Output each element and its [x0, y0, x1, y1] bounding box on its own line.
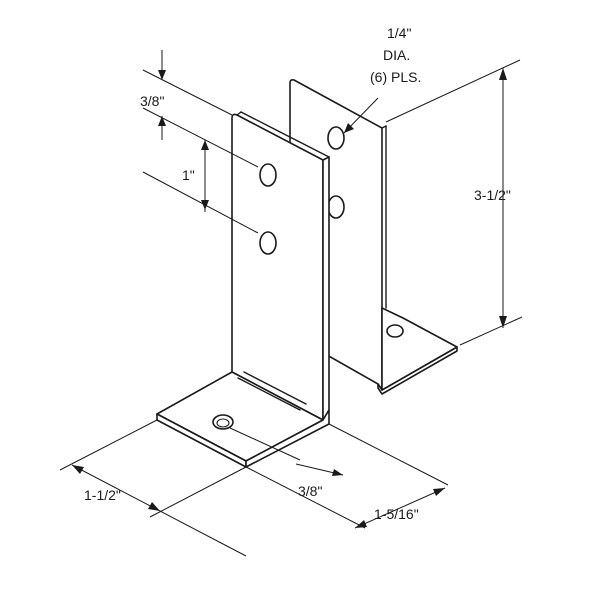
arrow-hole-spacing-bottom	[201, 200, 209, 210]
arrow-top-offset-upper	[158, 70, 166, 80]
front-hole-top	[259, 163, 277, 187]
label-bottom-offset: 3/8"	[298, 483, 322, 499]
back-hole-foot	[386, 324, 404, 338]
arrow-leg-length-left	[72, 465, 84, 474]
ext-line-foot-hole	[229, 427, 301, 461]
front-bracket-plate-thickness	[322, 156, 330, 421]
label-hole-size: 1/4"	[387, 25, 411, 41]
back-hole-middle	[327, 195, 345, 219]
ext-line-second-hole	[142, 171, 259, 234]
ext-line-top-edge	[142, 69, 233, 116]
arrow-leg-width-right	[433, 488, 445, 496]
dim-leg-width	[354, 487, 446, 529]
back-bracket-foot-top	[381, 307, 458, 391]
ext-line-height-top	[385, 59, 521, 123]
front-bracket	[156, 111, 330, 468]
arrow-leg-width-left	[355, 520, 367, 528]
front-bend-line-2	[243, 371, 307, 405]
arrow-hole-dia	[344, 123, 354, 133]
label-leg-width: 1-5/16"	[374, 506, 419, 522]
ext-line-leg-front	[59, 419, 158, 471]
arrow-height-top	[499, 68, 507, 80]
front-bracket-foot-side	[245, 409, 330, 468]
dimension-lines	[59, 50, 523, 557]
ext-line-leg-back	[149, 466, 247, 518]
label-hole-type: DIA.	[383, 47, 410, 63]
arrow-bottom-offset	[332, 469, 343, 476]
front-hole-middle	[259, 231, 277, 255]
arrow-leg-length-right	[148, 502, 160, 511]
arrow-top-offset-lower	[158, 116, 166, 126]
label-hole-count: (6) PLS.	[370, 69, 421, 85]
front-bracket-top-edge-2	[240, 111, 330, 158]
label-height: 3-1/2"	[474, 187, 511, 203]
dimension-labels: 1/4" DIA. (6) PLS. 3-1/2" 3/8" 1" 1-1/2"…	[84, 25, 511, 522]
ext-line-height-bottom	[459, 316, 523, 346]
label-hole-spacing: 1"	[182, 167, 195, 183]
label-leg-length: 1-1/2"	[84, 487, 121, 503]
label-top-offset: 3/8"	[140, 93, 164, 109]
arrow-height-bottom	[499, 316, 507, 328]
ext-line-width-edge	[328, 423, 449, 486]
back-hole-top	[327, 126, 345, 150]
front-bracket-top-edge	[236, 111, 242, 116]
ext-line-width-front	[245, 466, 366, 529]
front-hole-foot-inner	[216, 418, 230, 428]
front-bend-line-1	[237, 377, 301, 411]
arrow-hole-spacing-top	[201, 140, 209, 150]
